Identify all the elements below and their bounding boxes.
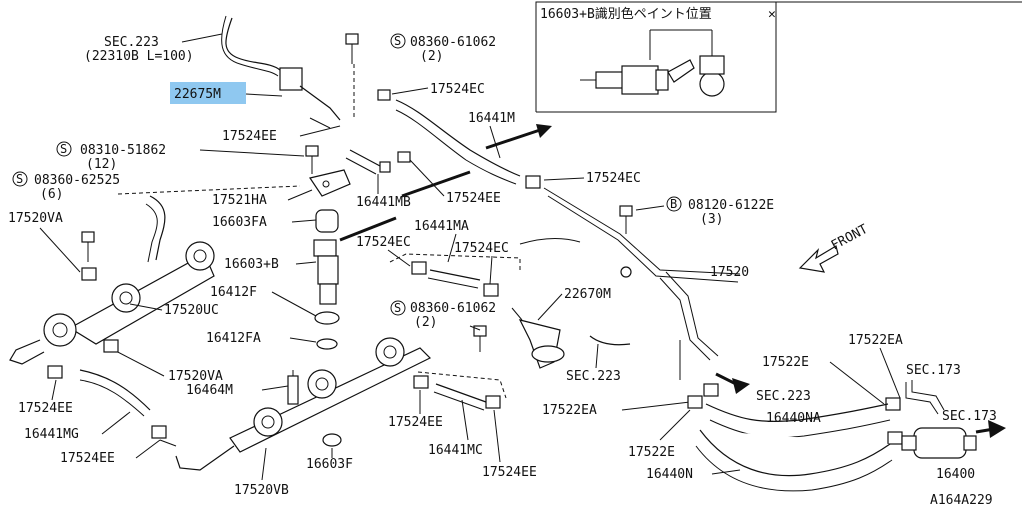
label-17520va-b: 17520VA: [168, 369, 223, 384]
hose-16441mc: [413, 375, 501, 411]
s-mark: S: [394, 34, 401, 48]
o-ring-16412fa: [316, 338, 338, 350]
label-17524ec-b: 17524EC: [586, 171, 641, 186]
label-16400: 16400: [936, 467, 975, 482]
label-16603f: 16603F: [306, 457, 353, 472]
label-16412fa: 16412FA: [206, 331, 261, 346]
label-08120-6122e: 08120-6122E: [688, 198, 774, 213]
label-16441mb: 16441MB: [356, 195, 411, 210]
hose-16440n: [695, 429, 893, 492]
screw-icon-left: [81, 231, 97, 281]
label-17524ee-c: 17524EE: [18, 401, 73, 416]
label-16603b: 16603+B: [224, 257, 279, 272]
label-17522ea-b: 17522EA: [542, 403, 597, 418]
label-17524ee-d: 17524EE: [60, 451, 115, 466]
b-mark: B: [670, 197, 677, 211]
label-08360-62525: 08360-62525: [34, 173, 120, 188]
label-16441ma: 16441MA: [414, 219, 469, 234]
highlight-22675m: [170, 82, 246, 104]
clip-17524ec-top: [377, 89, 391, 101]
label-17524ec-c: 17524EC: [356, 235, 411, 250]
label-17520va-a: 17520VA: [8, 211, 63, 226]
label-16441m: 16441M: [468, 111, 515, 126]
label-16441mc: 16441MC: [428, 443, 483, 458]
arrow-sec223-right-icon: [732, 378, 750, 394]
hose-16441ma: [411, 261, 499, 297]
injector-inset-icon: [580, 29, 725, 97]
sensor-16464m: [287, 370, 299, 405]
front-arrow-icon: [798, 245, 839, 273]
label-08360-61062-top-qty: (2): [420, 49, 443, 64]
label-sec173-a: SEC.173: [906, 363, 961, 378]
label-17521ha: 17521HA: [212, 193, 267, 208]
label-sec223-top-sub: (22310B L=100): [84, 49, 194, 64]
arrow-sec173-icon: [988, 420, 1006, 438]
label-16440na: 16440NA: [766, 411, 821, 426]
label-17524ee-e: 17524EE: [388, 415, 443, 430]
label-17522ea-a: 17522EA: [848, 333, 903, 348]
inset-caption: 16603+B識別色ペイント位置: [540, 6, 712, 22]
hose-16441mg: [79, 369, 151, 411]
fuel-tube-17520: [519, 187, 741, 380]
label-sec173-b: SEC.173: [942, 409, 997, 424]
hose-16441mb: [349, 149, 381, 167]
label-08360-62525-qty: (6): [40, 187, 63, 202]
svg-text:✕: ✕: [768, 7, 776, 22]
inset-box: 16603+B識別色ペイント位置 ✕: [535, 1, 1022, 113]
label-17522e-a: 17522E: [762, 355, 809, 370]
label-08360-61062-mid: 08360-61062: [410, 301, 496, 316]
o-ring-16412f: [314, 311, 340, 325]
label-16441mg: 16441MG: [24, 427, 79, 442]
screw-icon-top: [345, 33, 359, 64]
fuel-rail-17520va: [9, 195, 215, 365]
label-08310-51862-qty: (12): [86, 157, 117, 172]
hose-sec223-mid: [589, 335, 631, 346]
label-17524ee-a: 17524EE: [222, 129, 277, 144]
bolt-icon-right: [619, 205, 633, 234]
bolt-icon-center: [305, 145, 319, 174]
label-17524ee-b: 17524EE: [446, 191, 501, 206]
label-17520vb: 17520VB: [234, 483, 289, 498]
insulator-16603fa: [315, 209, 339, 233]
label-17520uc: 17520UC: [164, 303, 219, 318]
svg-text:S: S: [60, 142, 67, 156]
screw-icon-mid: [473, 325, 487, 352]
label-17524ec-a: 17524EC: [430, 82, 485, 97]
label-17524ec-d: 17524EC: [454, 241, 509, 256]
svg-text:S: S: [394, 301, 401, 315]
label-16440n: 16440N: [646, 467, 693, 482]
hose-16441m: [395, 99, 521, 177]
label-08360-61062-mid-qty: (2): [414, 315, 437, 330]
label-08120-6122e-qty: (3): [700, 212, 723, 227]
label-sec223-right: SEC.223: [756, 389, 811, 404]
vacuum-hose-top: [221, 15, 341, 129]
pressure-regulator-22670m: [511, 307, 565, 369]
fuel-filter-16400: [901, 427, 977, 459]
label-16464m: 16464M: [186, 383, 233, 398]
label-sec223-top: SEC.223: [104, 35, 159, 50]
label-08360-61062-top: 08360-61062: [410, 35, 496, 50]
label-08310-51862: 08310-51862: [80, 143, 166, 158]
label-16412f: 16412F: [210, 285, 257, 300]
label-front: FRONT: [829, 222, 871, 254]
label-sec223-mid: SEC.223: [566, 369, 621, 384]
ref-code: A164A229: [930, 493, 993, 508]
label-17520: 17520: [710, 265, 749, 280]
bracket-17521ha: [309, 169, 351, 197]
label-17524ee-f: 17524EE: [482, 465, 537, 480]
svg-text:S: S: [16, 172, 23, 186]
label-16603fa: 16603FA: [212, 215, 267, 230]
insulator-16603f: [322, 433, 342, 447]
label-22670m: 22670M: [564, 287, 611, 302]
label-22675m[interactable]: 22675M: [174, 87, 221, 102]
fuel-rail-17520vb: [159, 337, 432, 471]
label-17522e-b: 17522E: [628, 445, 675, 460]
hose-16440na: [705, 403, 891, 438]
injector-16603b: [313, 239, 339, 305]
